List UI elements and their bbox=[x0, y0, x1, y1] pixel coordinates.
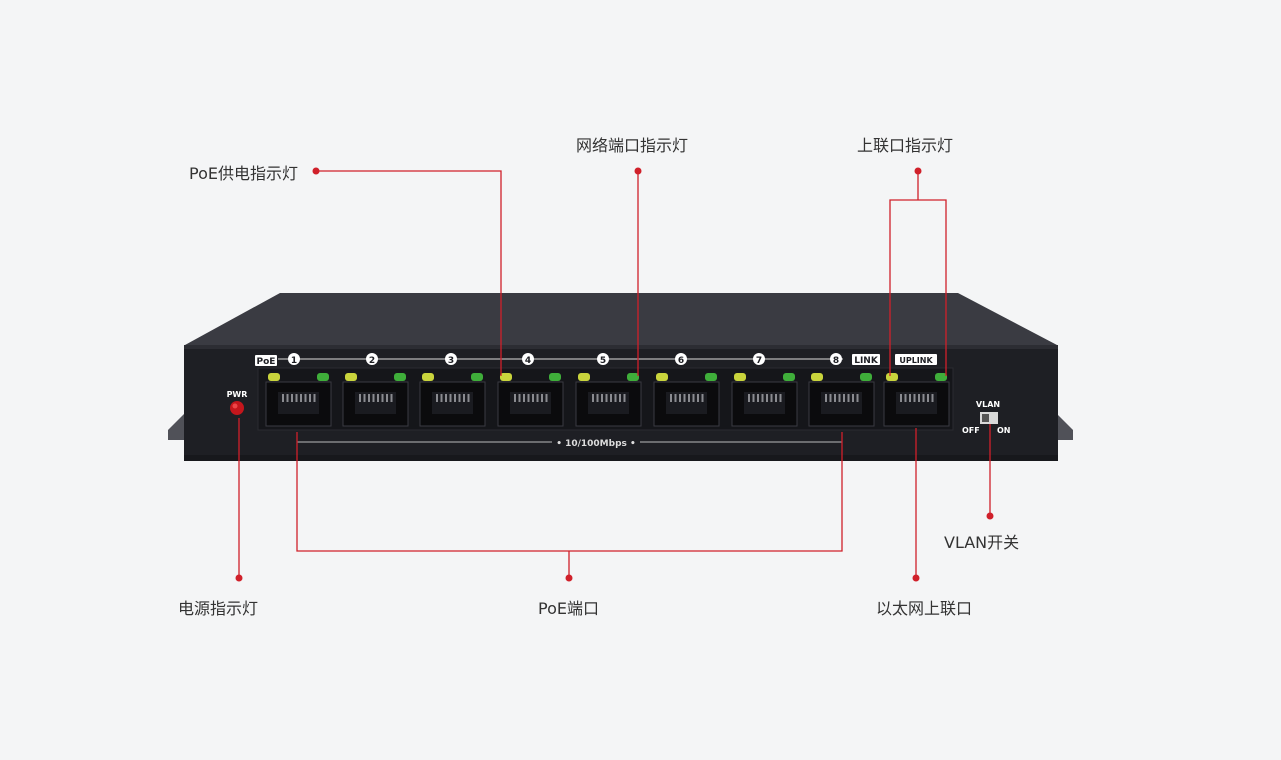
poe-led bbox=[422, 373, 434, 381]
vlan-on-label: ON bbox=[997, 426, 1011, 435]
port-number: 1 bbox=[291, 356, 297, 366]
link-led bbox=[627, 373, 639, 381]
callout-network-led: 网络端口指示灯 bbox=[576, 136, 689, 155]
port-number-badge bbox=[288, 353, 300, 365]
poe-port-7[interactable] bbox=[731, 381, 798, 427]
port-number-badge bbox=[597, 353, 609, 365]
poe-port-1[interactable] bbox=[265, 381, 332, 427]
right-mount-ear bbox=[1055, 412, 1073, 440]
poe-led bbox=[886, 373, 898, 381]
link-badge: LINK bbox=[854, 356, 879, 366]
port-number: 2 bbox=[369, 356, 375, 366]
port-number: 6 bbox=[678, 356, 684, 366]
uplink-badge: UPLINK bbox=[899, 356, 933, 365]
port-number-badge bbox=[830, 353, 842, 365]
callout-poe-ports: PoE端口 bbox=[538, 599, 599, 618]
poe-port-6[interactable] bbox=[653, 381, 720, 427]
port-number: 3 bbox=[448, 356, 454, 366]
poe-led bbox=[268, 373, 280, 381]
poe-port-5[interactable] bbox=[575, 381, 642, 427]
link-led bbox=[549, 373, 561, 381]
link-led bbox=[394, 373, 406, 381]
poe-port-2[interactable] bbox=[342, 381, 409, 427]
vlan-off-label: OFF bbox=[962, 426, 980, 435]
link-led bbox=[471, 373, 483, 381]
poe-port-4[interactable] bbox=[497, 381, 564, 427]
callout-uplink-led: 上联口指示灯 bbox=[857, 136, 954, 155]
port-number-badge bbox=[753, 353, 765, 365]
poe-led bbox=[811, 373, 823, 381]
poe-badge: PoE bbox=[257, 357, 276, 367]
poe-led bbox=[734, 373, 746, 381]
callout-uplink-port: 以太网上联口 bbox=[876, 599, 973, 618]
poe-port-8[interactable] bbox=[808, 381, 875, 427]
callout-power-led: 电源指示灯 bbox=[178, 599, 259, 618]
port-numbers: 1 2 3 4 5 6 7 8 bbox=[288, 353, 842, 366]
port-number: 8 bbox=[833, 356, 839, 366]
link-led bbox=[935, 373, 947, 381]
port-number-badge bbox=[445, 353, 457, 365]
leader-lines bbox=[238, 170, 991, 578]
callout-poe-led: PoE供电指示灯 bbox=[189, 164, 298, 183]
uplink-badge-box bbox=[895, 354, 937, 365]
poe-led bbox=[578, 373, 590, 381]
poe-led bbox=[500, 373, 512, 381]
leader-dots bbox=[235, 167, 994, 582]
port-number-badge bbox=[522, 353, 534, 365]
device-top bbox=[185, 293, 1057, 345]
poe-port-3[interactable] bbox=[419, 381, 486, 427]
link-badge-box bbox=[852, 354, 880, 365]
poe-led bbox=[656, 373, 668, 381]
power-led bbox=[230, 401, 244, 415]
port-number: 4 bbox=[525, 356, 531, 366]
poe-badge-box bbox=[255, 355, 277, 366]
speed-label: • 10/100Mbps • bbox=[556, 439, 636, 449]
port-number: 5 bbox=[600, 356, 606, 366]
vlan-switch-label: VLAN bbox=[976, 400, 1000, 409]
callout-vlan-switch: VLAN开关 bbox=[944, 533, 1020, 552]
left-mount-ear bbox=[168, 412, 186, 440]
link-led bbox=[705, 373, 717, 381]
link-led bbox=[317, 373, 329, 381]
poe-led bbox=[345, 373, 357, 381]
uplink-port[interactable] bbox=[883, 381, 950, 427]
link-led bbox=[860, 373, 872, 381]
rj45-ports bbox=[265, 373, 950, 427]
pwr-label: PWR bbox=[227, 390, 248, 399]
port-number-badge bbox=[366, 353, 378, 365]
port-number-badge bbox=[675, 353, 687, 365]
link-led bbox=[783, 373, 795, 381]
port-number: 7 bbox=[756, 356, 762, 366]
